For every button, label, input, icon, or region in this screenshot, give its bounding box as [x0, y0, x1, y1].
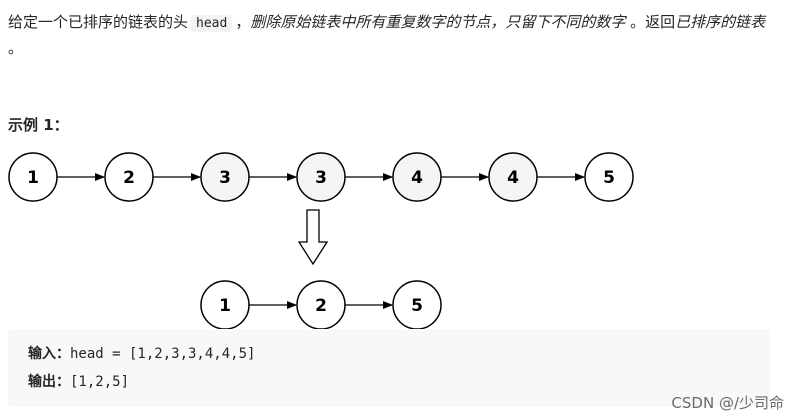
- result-list: 1 2 5: [200, 280, 442, 330]
- top-node-label-3: 3: [219, 168, 231, 188]
- top-node-1: [8, 152, 58, 202]
- top-node-label-6: 4: [507, 168, 519, 188]
- bottom-node-label-3: 5: [411, 296, 423, 316]
- top-node-3: [200, 152, 250, 202]
- bottom-node-label-2: 2: [315, 296, 327, 316]
- transform-down-arrow-icon: [297, 209, 329, 266]
- desc-italic-1: 删除原始链表中所有重复数字的节点，只留下不同的数字: [250, 13, 626, 31]
- output-line: 输出：[1,2,5]: [28, 371, 129, 391]
- top-node-7: [584, 152, 634, 202]
- desc-text-2: ，: [235, 13, 251, 31]
- code-head: head: [191, 15, 233, 32]
- top-node-label-1: 1: [27, 168, 39, 188]
- desc-text-3: 。返回: [630, 13, 676, 31]
- input-value: head = [1,2,3,3,4,4,5]: [70, 346, 256, 362]
- bottom-node-label-1: 1: [219, 296, 231, 316]
- top-node-label-7: 5: [603, 168, 615, 188]
- desc-text-1: 给定一个已排序的链表的头: [8, 13, 189, 31]
- desc-italic-2: 已排序的链表: [675, 13, 766, 31]
- desc-text-4: 。: [8, 39, 24, 57]
- original-list: 1 2 3 3 4 4 5: [8, 152, 634, 202]
- top-node-5: [392, 152, 442, 202]
- output-label: 输出：: [28, 374, 70, 390]
- output-value: [1,2,5]: [70, 374, 130, 390]
- top-node-label-5: 4: [411, 168, 423, 188]
- watermark: CSDN @/少司命: [671, 394, 784, 412]
- example-io-box: 输入：head = [1,2,3,3,4,4,5] 输出：[1,2,5]: [8, 329, 770, 407]
- top-node-6: [488, 152, 538, 202]
- input-line: 输入：head = [1,2,3,3,4,4,5]: [28, 343, 255, 363]
- top-node-4: [296, 152, 346, 202]
- top-node-2: [104, 152, 154, 202]
- example-title: 示例 1：: [8, 116, 69, 134]
- linked-list-diagram: 1 2 3 3 4 4 5 1 2 5: [8, 152, 634, 330]
- input-label: 输入：: [28, 346, 70, 362]
- top-node-label-2: 2: [123, 168, 135, 188]
- top-node-label-4: 3: [315, 168, 327, 188]
